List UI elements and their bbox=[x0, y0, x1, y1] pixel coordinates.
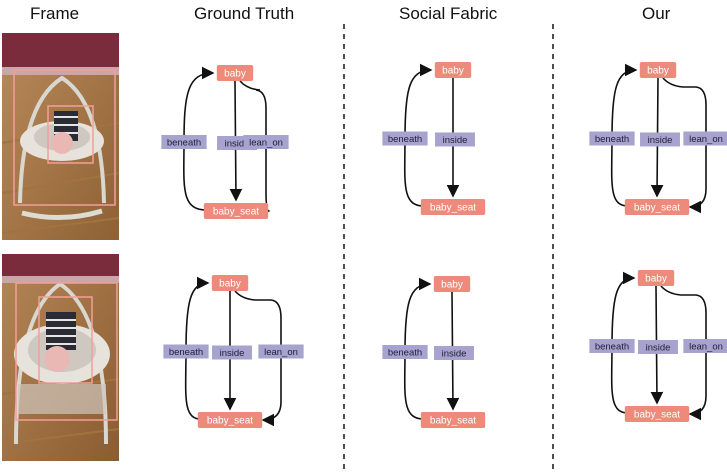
baby-in-swing-photo bbox=[2, 33, 119, 240]
svg-text:baby: baby bbox=[441, 280, 463, 291]
edge-label-beneath: beneath bbox=[163, 344, 209, 359]
edge-label-beneath: beneath bbox=[382, 131, 428, 146]
column-title-social-fabric: Social Fabric bbox=[399, 4, 498, 23]
svg-text:baby: baby bbox=[442, 66, 464, 77]
node-baby: baby bbox=[434, 62, 472, 78]
svg-text:baby: baby bbox=[224, 69, 246, 80]
edge-label-lean-on: lean_on bbox=[243, 135, 289, 149]
svg-text:baby_seat: baby_seat bbox=[213, 207, 259, 218]
node-baby: baby bbox=[211, 275, 249, 291]
svg-text:lean_on: lean_on bbox=[264, 347, 298, 358]
node-baby: baby bbox=[639, 62, 677, 78]
svg-text:lean_on: lean_on bbox=[689, 134, 723, 145]
svg-text:baby_seat: baby_seat bbox=[430, 416, 476, 427]
node-baby: baby bbox=[637, 270, 675, 286]
svg-text:beneath: beneath bbox=[169, 347, 203, 358]
node-baby-seat: baby_seat bbox=[203, 203, 269, 219]
svg-text:beneath: beneath bbox=[388, 134, 422, 145]
column-title-ground-truth: Ground Truth bbox=[194, 4, 295, 23]
svg-text:baby: baby bbox=[647, 66, 669, 77]
baby-in-swing-photo bbox=[2, 254, 119, 461]
edge-label-inside: inside bbox=[434, 346, 474, 360]
node-baby: baby bbox=[433, 276, 471, 292]
svg-text:baby_seat: baby_seat bbox=[430, 203, 476, 214]
node-baby-seat: baby_seat bbox=[624, 406, 690, 422]
svg-text:inside: inside bbox=[646, 343, 671, 354]
node-baby-seat: baby_seat bbox=[624, 199, 690, 215]
node-baby: baby bbox=[216, 65, 254, 81]
edge-label-lean-on: lean_on bbox=[258, 344, 304, 359]
edge-label-beneath: beneath bbox=[382, 345, 428, 359]
svg-text:baby_seat: baby_seat bbox=[207, 416, 253, 427]
svg-text:beneath: beneath bbox=[388, 348, 422, 359]
edge-label-beneath: beneath bbox=[161, 135, 207, 149]
edge-label-inside: inside bbox=[212, 345, 252, 360]
svg-text:inside: inside bbox=[225, 139, 250, 150]
svg-text:lean_on: lean_on bbox=[249, 138, 283, 149]
svg-text:baby: baby bbox=[219, 279, 241, 290]
edge-label-beneath: beneath bbox=[589, 339, 635, 353]
svg-text:inside: inside bbox=[443, 135, 468, 146]
edge-lean-on-arrow bbox=[662, 77, 707, 214]
edge-lean-on-arrow bbox=[660, 285, 707, 421]
edge-lean-on-arrow bbox=[234, 290, 282, 427]
edge-label-inside: inside bbox=[638, 340, 678, 354]
svg-text:beneath: beneath bbox=[595, 342, 629, 353]
svg-text:beneath: beneath bbox=[595, 134, 629, 145]
svg-text:lean_on: lean_on bbox=[689, 342, 723, 353]
edge-label-lean-on: lean_on bbox=[683, 131, 727, 146]
edge-label-beneath: beneath bbox=[589, 131, 635, 146]
node-baby-seat: baby_seat bbox=[420, 412, 486, 428]
edge-label-inside: inside bbox=[435, 132, 475, 147]
edge-label-lean-on: lean_on bbox=[683, 339, 727, 353]
column-title-frame: Frame bbox=[30, 4, 80, 23]
svg-text:inside: inside bbox=[648, 135, 673, 146]
svg-text:beneath: beneath bbox=[167, 138, 201, 149]
svg-text:inside: inside bbox=[442, 349, 467, 360]
column-title-ours: Our bbox=[642, 4, 671, 23]
svg-text:baby: baby bbox=[645, 274, 667, 285]
svg-text:baby_seat: baby_seat bbox=[634, 410, 680, 421]
node-baby-seat: baby_seat bbox=[420, 199, 486, 215]
edge-label-inside: inside bbox=[640, 132, 680, 147]
svg-text:inside: inside bbox=[220, 348, 245, 359]
video-frame-1 bbox=[2, 33, 119, 240]
svg-text:baby_seat: baby_seat bbox=[634, 203, 680, 214]
node-baby-seat: baby_seat bbox=[197, 412, 263, 428]
video-frame-2 bbox=[2, 254, 119, 461]
